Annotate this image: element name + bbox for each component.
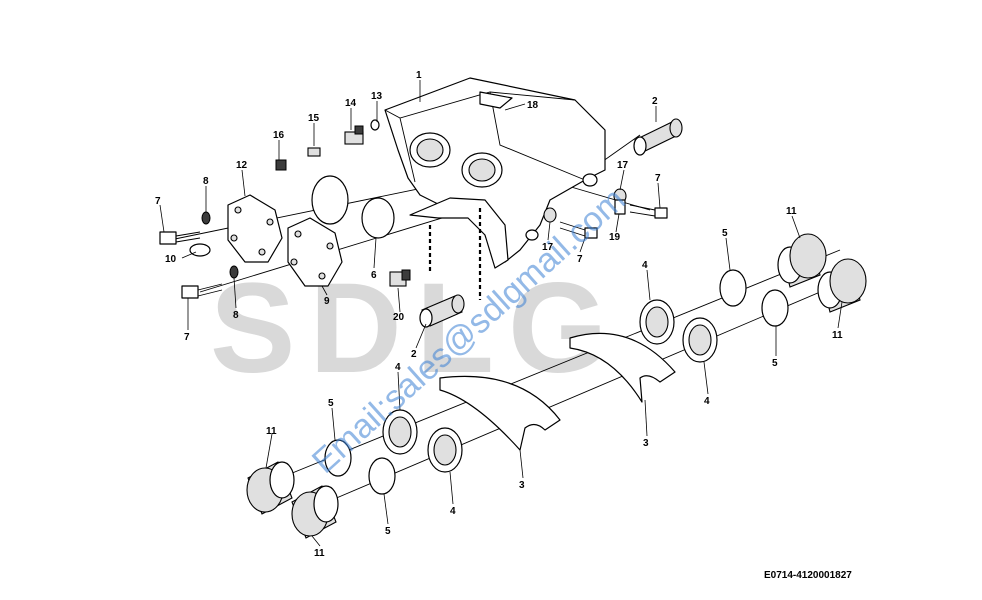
guide-pin-upper — [633, 118, 683, 156]
watermark-logo: SDLG — [210, 257, 622, 400]
callout-20: 20 — [393, 312, 405, 323]
callout-14: 14 — [345, 98, 357, 109]
callout-labels: 1 2 2 3 3 4 4 4 4 5 5 5 5 6 7 7 7 7 8 8 … — [155, 70, 843, 559]
brake-pad-right — [569, 332, 676, 403]
bolt-lower-left — [181, 283, 223, 299]
brake-pad-left — [439, 375, 561, 451]
piston-11-d — [817, 258, 867, 313]
callout-18: 18 — [527, 100, 539, 111]
callout-11-b: 11 — [832, 330, 843, 341]
dust-ring-5-d — [761, 289, 789, 327]
dust-ring-5-a — [324, 439, 352, 477]
piston-11-b — [291, 485, 339, 539]
callout-15: 15 — [308, 113, 320, 124]
callout-1: 1 — [416, 70, 422, 81]
sensor-20 — [389, 269, 411, 287]
callout-3-right: 3 — [643, 438, 649, 449]
callout-4-b: 4 — [704, 396, 710, 407]
fitting-15 — [307, 147, 321, 157]
callout-9: 9 — [324, 296, 330, 307]
callout-4-d: 4 — [450, 506, 456, 517]
callout-7-d: 7 — [577, 254, 583, 265]
callout-11-c: 11 — [266, 426, 277, 437]
bolt-right-lower — [559, 221, 598, 239]
callout-5-d: 5 — [385, 526, 391, 537]
dust-ring-5-c — [719, 269, 747, 307]
o-ring-6 — [361, 197, 395, 239]
callout-7-b: 7 — [184, 332, 190, 343]
cover-plate-9 — [287, 217, 343, 287]
callout-2-lower: 2 — [411, 349, 417, 360]
callout-17-b: 17 — [542, 242, 554, 253]
callout-11-d: 11 — [314, 548, 325, 559]
callout-8-a: 8 — [203, 176, 209, 187]
seal-ring-13 — [370, 119, 380, 131]
bolt-upper-left — [159, 231, 201, 245]
washer-8-lower — [229, 265, 239, 279]
piston-11-c — [777, 233, 827, 288]
cover-plate-12 — [227, 194, 283, 263]
callout-16: 16 — [273, 130, 285, 141]
mounting-bracket — [409, 197, 509, 300]
callout-4-a: 4 — [642, 260, 648, 271]
callout-6: 6 — [371, 270, 377, 281]
washer-8-upper — [201, 211, 211, 225]
callout-7-c: 7 — [655, 173, 661, 184]
callout-4-c: 4 — [395, 362, 401, 373]
dust-ring-5-b — [368, 457, 396, 495]
fitting-19 — [614, 199, 626, 215]
watermark-logo-text: SDLG — [210, 257, 622, 400]
callout-8-b: 8 — [233, 310, 239, 321]
o-ring-10 — [189, 243, 211, 257]
callout-10: 10 — [165, 254, 177, 265]
leader-lines — [159, 80, 843, 547]
callout-7-a: 7 — [155, 196, 161, 207]
bleed-valve-14 — [344, 125, 364, 145]
bolt-right-upper — [629, 204, 668, 219]
callout-5-b: 5 — [772, 358, 778, 369]
reference-code: E0714-4120001827 — [764, 570, 852, 581]
callout-19: 19 — [609, 232, 621, 243]
callout-11-a: 11 — [786, 206, 797, 217]
caliper-body — [384, 77, 606, 263]
callout-12: 12 — [236, 160, 248, 171]
callout-5-a: 5 — [722, 228, 728, 239]
callout-2-upper: 2 — [652, 96, 658, 107]
piston-11-a — [246, 461, 295, 515]
callout-5-c: 5 — [328, 398, 334, 409]
fitting-17-lower — [543, 207, 557, 223]
callout-3-left: 3 — [519, 480, 525, 491]
o-ring-upper — [311, 175, 349, 225]
callout-13: 13 — [371, 91, 383, 102]
cap-16 — [275, 159, 287, 171]
callout-17-a: 17 — [617, 160, 629, 171]
guide-pin-lower — [419, 294, 465, 328]
